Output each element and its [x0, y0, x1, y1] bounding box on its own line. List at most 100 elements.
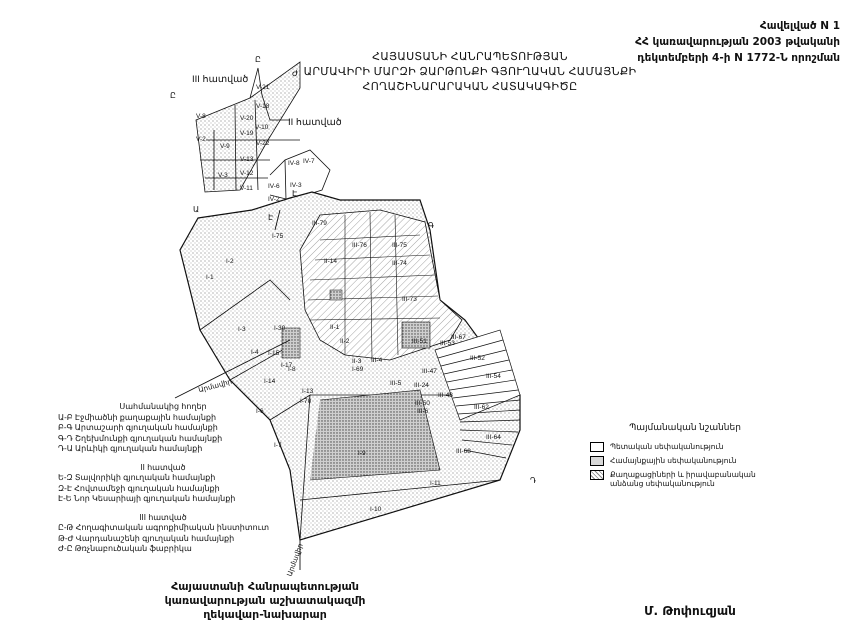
adjacent-lands-legend: Սահմանակից հողեր Ա-Բ Էջմիածնի քաղաքային …: [58, 402, 288, 555]
annex-line-1: Հավելված N 1: [759, 20, 840, 32]
plot-label-i17: I-17: [281, 362, 293, 369]
map-title-line-1: ՀԱՅԱՍՏԱՆԻ ՀԱՆՐԱՊԵՏՈՒԹՅԱՆ: [372, 51, 568, 63]
legend-label: Քաղաքացիների և իրավաբանական անձանց սեփակ…: [610, 470, 756, 488]
plot-label-i3: I-3: [238, 326, 246, 333]
svg-text:Է: Է: [292, 189, 297, 198]
plot-label-v10: V-10: [255, 124, 269, 131]
annex-heading: Հավելված N 1 ՀՀ կառավարության 2003 թվակա…: [590, 18, 840, 66]
map-title-line-3: ՀՈՂԱՇԻՆԱՐԱՐԱԿԱՆ ՀԱՏԱԿԱԳԻԾԸ: [362, 81, 578, 93]
section-ii-label: II հատված: [288, 117, 342, 128]
svg-text:Ա: Ա: [193, 205, 199, 214]
plot-label-iii51: III-51: [412, 338, 427, 345]
plot-label-i4: I-4: [251, 349, 259, 356]
plot-label-iii64: III-64: [486, 434, 501, 441]
plot-label-i70: I-70: [300, 398, 312, 405]
private-swatch: [590, 470, 604, 480]
plot-label-i2: I-2: [226, 258, 234, 265]
plot-label-v12: V-12: [240, 170, 254, 177]
legend-row-private: Քաղաքացիների և իրավաբանական անձանց սեփակ…: [590, 470, 780, 488]
signatory-title: Հայաստանի Հանրապետության կառավարության ա…: [150, 580, 380, 622]
legend-row-community: Համայնքային սեփականություն: [590, 456, 780, 466]
plot-label-ii3: II-3: [352, 358, 362, 365]
svg-text:Դ: Դ: [530, 476, 536, 485]
direction-markers: Ը Ժ Ը Ա Գ Դ Է Է: [170, 55, 536, 485]
svg-text:Ը: Ը: [170, 91, 176, 100]
plot-label-i6: I-6: [256, 408, 264, 415]
plot-label-v2: V-2: [196, 136, 206, 143]
map-title-line-2: ԱՐՄԱՎԻՐԻ ՄԱՐԶԻ ՁԱՐԹՈՆՔԻ ԳՅՈՒՂԱԿԱՆ ՀԱՄԱՅՆ…: [303, 66, 637, 78]
plot-label-iii50: III-50: [415, 400, 430, 407]
svg-text:Ժ: Ժ: [292, 69, 298, 78]
plot-label-iii75: III-75: [392, 242, 407, 249]
legend-s2-item: Է-Ե Նոր Կեսարիայի գյուղական համայնքի: [58, 494, 236, 503]
plot-label-iii79: III-79: [312, 220, 327, 227]
state-swatch: [590, 442, 604, 452]
plot-label-i14b: I-14: [264, 378, 276, 385]
plot-label-i7: I-7: [274, 442, 282, 449]
plot-label-v9: V-9: [220, 143, 230, 150]
plot-label-iii52: III-52: [470, 355, 485, 362]
community-swatch: [590, 456, 604, 466]
signatory-line-1: Հայաստանի Հանրապետության: [171, 580, 359, 593]
plot-label-i8: I-8: [288, 366, 296, 373]
roads: [174, 209, 301, 570]
plot-label-i14: II-14: [324, 258, 338, 265]
plot-label-i9: I-9: [358, 450, 366, 457]
legend-s3-item: Ը-Թ Հողագիտական ագրոքիմիական ինստիտուտ: [58, 523, 269, 532]
plot-label-iii48: III-48: [438, 392, 453, 399]
plot-label-v13: V-13: [240, 156, 254, 163]
signatory-line-2: կառավարության աշխատակազմի: [164, 594, 366, 607]
plot-label-iii68: III-68: [456, 448, 471, 455]
annex-line-3: դեկտեմբերի 4-ի N 1772-Ն որոշման: [637, 52, 840, 64]
symbols-legend: Պայմանական նշաններ Պետական սեփականությու…: [590, 422, 780, 492]
section-i-boundary: [179, 191, 521, 541]
legend-s2-item: Ե-Զ Տալվորիկի գյուղական համայնքի: [58, 473, 216, 482]
plot-label-iii76: III-76: [352, 242, 367, 249]
legend-s1-item: Ա-Բ Էջմիածնի քաղաքային համայնքի: [58, 412, 217, 422]
plot-label-iv2: IV-2: [268, 196, 280, 203]
plot-label-v20: V-20: [240, 115, 254, 122]
plot-label-i15: I-15: [268, 350, 280, 357]
svg-text:Է: Է: [268, 213, 273, 222]
plot-label-v3: V-3: [218, 172, 228, 179]
annex-line-2: ՀՀ կառավարության 2003 թվականի: [635, 36, 840, 48]
legend-s2-heading: II հատված: [140, 462, 186, 472]
plot-label-i75: I-75: [272, 233, 284, 240]
section-iii-parcels: [195, 61, 331, 201]
legend-row-state: Պետական սեփականություն: [590, 442, 780, 452]
plot-label-v19: V-19: [240, 130, 254, 137]
signatory-line-3: ղեկավար-նախարար: [203, 608, 327, 621]
svg-text:Գ: Գ: [428, 221, 434, 230]
legend-s1-item: Դ-Ա Արևիկի գյուղական համայնքի: [58, 444, 203, 453]
plot-label-i69: I-69: [352, 366, 364, 373]
plot-label-v21: V-21: [256, 84, 270, 91]
svg-text:Ը: Ը: [255, 55, 261, 64]
plot-label-v8: V-8: [196, 113, 206, 120]
legend-heading: Սահմանակից հողեր: [119, 402, 207, 411]
legend-s1-item: Գ-Դ Շղեխմունքի գյուղական համայնքի: [58, 433, 223, 443]
plot-label-iv3: IV-3: [290, 182, 302, 189]
plot-label-iv7: IV-7: [303, 158, 315, 165]
legend-label: Պետական սեփականություն: [610, 442, 724, 451]
plot-label-iii24: III-24: [414, 382, 429, 389]
plot-label-iii6: III-6: [417, 408, 429, 415]
plot-label-ii1: II-1: [330, 324, 340, 331]
plot-label-iii62: III-62: [474, 404, 489, 411]
symbols-legend-title: Պայմանական նշաններ: [629, 422, 741, 432]
plot-label-iii67: III-67: [451, 334, 466, 341]
map-title: ՀԱՅԱՍՏԱՆԻ ՀԱՆՐԱՊԵՏՈՒԹՅԱՆ ԱՐՄԱՎԻՐԻ ՄԱՐԶԻ …: [300, 50, 640, 95]
plot-label-i1: I-1: [206, 274, 214, 281]
plot-label-i30: I-30: [274, 325, 286, 332]
plot-label-iii47: III-47: [422, 368, 437, 375]
signatory-name: Մ. Թոփուզյան: [644, 604, 736, 618]
plot-label-iii5: III-5: [390, 380, 402, 387]
legend-s3-heading: III հատված: [139, 512, 187, 522]
legend-label: Համայնքային սեփականություն: [610, 456, 737, 465]
plot-label-iii74: III-74: [392, 260, 407, 267]
plot-label-i10: I-10: [370, 506, 382, 513]
legend-s3-item: Թ-Ժ Վարդանաշենի գյուղական համայնքի: [58, 533, 235, 543]
plot-label-iii53: III-53: [440, 340, 455, 347]
plot-label-v18: V-18: [256, 103, 270, 110]
plot-label-iv8: IV-8: [288, 160, 300, 167]
legend-s1-item: Բ-Գ Արտաշարի գյուղական համայնքի: [58, 423, 218, 432]
